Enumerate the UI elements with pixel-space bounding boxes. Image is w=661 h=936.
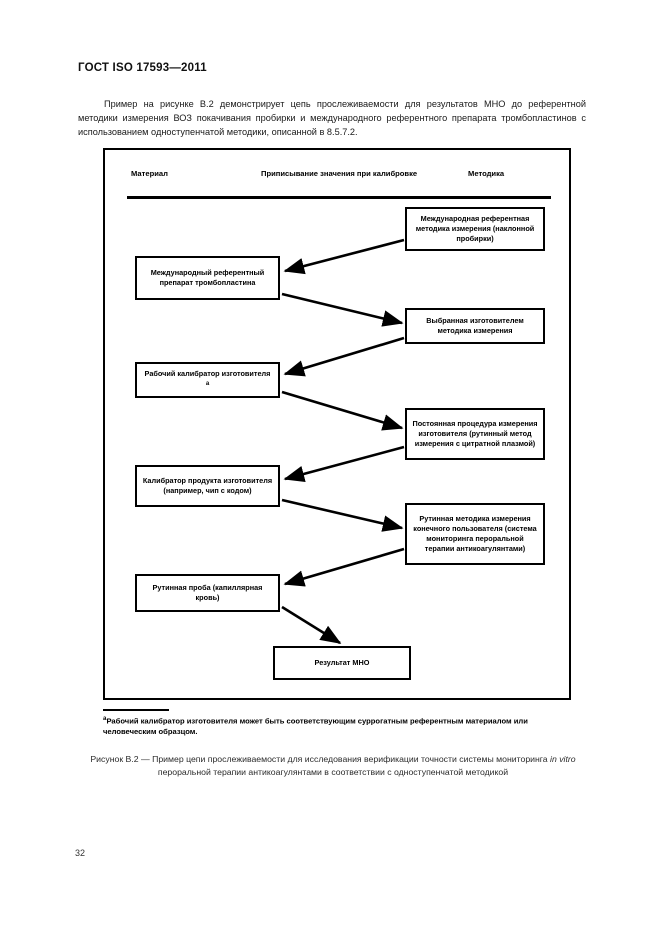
footnote-marker: a xyxy=(205,380,210,387)
caption-label: Рисунок В.2 — xyxy=(90,754,153,764)
figure-traceability-diagram: Материал Приписывание значения при калиб… xyxy=(103,148,571,700)
node-label: Результат МНО xyxy=(314,657,370,667)
node-international-reference-preparation: Международный референтный препарат тромб… xyxy=(135,256,280,300)
node-product-calibrator: Калибратор продукта изготовителя (наприм… xyxy=(135,465,280,507)
node-label: Калибратор продукта изготовителя (наприм… xyxy=(142,475,273,495)
caption-text-after: пероральной терапии антикоагулянтами в с… xyxy=(157,767,509,778)
node-label: Международный референтный препарат тромб… xyxy=(150,267,265,287)
page-number: 32 xyxy=(75,848,86,858)
node-label-text: Рабочий калибратор изготовителя xyxy=(144,368,271,378)
caption-text-before: Пример цепи прослеживаемости для исследо… xyxy=(152,754,551,764)
intro-paragraph: Пример на рисунке В.2 демонстрирует цепь… xyxy=(78,99,586,138)
figure-footnote: aРабочий калибратор изготовителя может б… xyxy=(103,714,573,738)
node-label: Рутинная методика измерения конечного по… xyxy=(413,513,537,554)
node-permanent-measurement-procedure: Постоянная процедура измерения изготовит… xyxy=(405,408,545,460)
header-divider-rule xyxy=(127,196,551,199)
node-label: Постоянная процедура измерения изготовит… xyxy=(412,418,538,449)
node-routine-sample: Рутинная проба (капиллярная кровь) xyxy=(135,574,280,612)
footnote-text: Рабочий калибратор изготовителя может бы… xyxy=(103,716,528,737)
footnote-divider-rule xyxy=(103,709,169,711)
column-header-material: Материал xyxy=(131,169,168,178)
figure-column-headers: Материал Приписывание значения при калиб… xyxy=(105,150,569,698)
column-header-assignment: Приписывание значения при калибровке xyxy=(261,169,418,178)
footnote-marker-a: a xyxy=(103,715,107,722)
node-international-reference-measurement-procedure: Международная референтная методика измер… xyxy=(405,207,545,251)
node-routine-measurement-procedure: Рутинная методика измерения конечного по… xyxy=(405,503,545,565)
node-label: Рабочий калибратор изготовителя a xyxy=(145,369,271,392)
figure-caption: Рисунок В.2 — Пример цепи прослеживаемос… xyxy=(86,753,580,779)
page-title: ГОСТ ISO 17593—2011 xyxy=(78,62,207,74)
column-header-method: Методика xyxy=(468,169,505,178)
caption-italic-term: in vitro xyxy=(550,754,576,764)
node-working-calibrator: Рабочий калибратор изготовителя a xyxy=(135,362,280,398)
node-selected-measurement-procedure: Выбранная изготовителем методика измерен… xyxy=(405,308,545,344)
node-label: Выбранная изготовителем методика измерен… xyxy=(426,315,524,335)
node-label: Рутинная проба (капиллярная кровь) xyxy=(152,582,263,602)
node-result-inr: Результат МНО xyxy=(273,646,411,680)
node-label: Международная референтная методика измер… xyxy=(415,213,535,244)
